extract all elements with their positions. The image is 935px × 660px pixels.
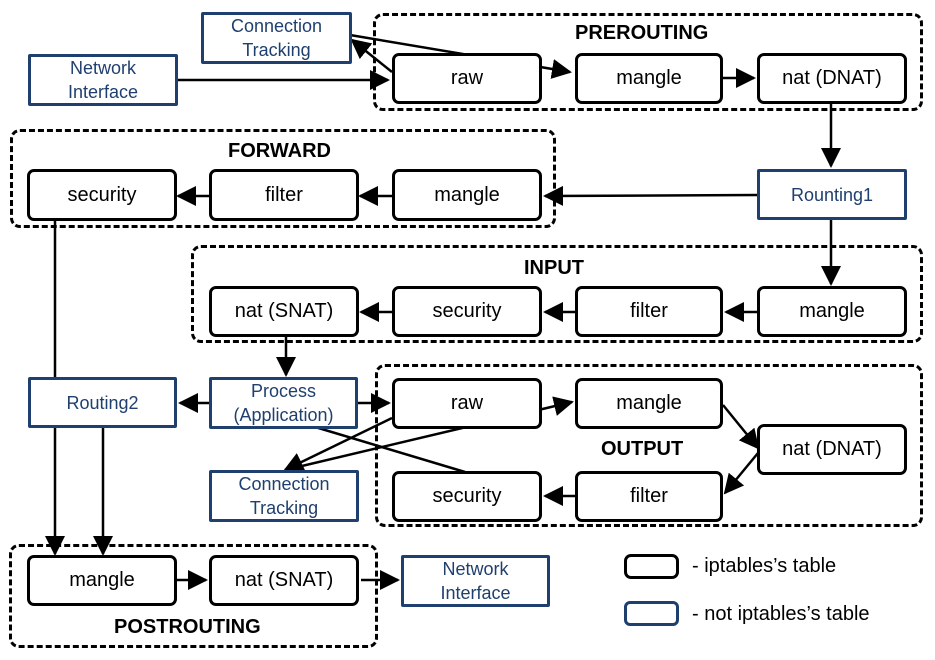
prerouting-label: PREROUTING [575,22,709,44]
output-label: OUTPUT [601,438,684,460]
process-application-box: Process (Application) [209,377,358,429]
legend-iptables-text: - iptables’s table [692,555,837,577]
output-raw-table: raw [392,378,542,429]
arrow-routing1-to-fwd-mangle [543,185,758,206]
legend-iptables-swatch [624,554,679,579]
input-chain [191,245,923,343]
network-interface-bottom: Network Interface [401,555,550,607]
output-mangle-table: mangle [575,378,723,429]
input-mangle-table: mangle [757,286,907,337]
output-filter-table: filter [575,471,723,522]
postrouting-label: POSTROUTING [114,616,261,638]
output-nat-table: nat (DNAT) [757,424,907,475]
forward-filter-table: filter [209,169,359,221]
prerouting-chain [373,13,923,111]
routing2-box: Routing2 [28,377,177,428]
prerouting-mangle-table: mangle [575,53,723,104]
prerouting-nat-table: nat (DNAT) [757,53,907,104]
forward-chain [10,129,556,228]
postrouting-chain [9,544,378,648]
arrow-out-mangle-to-nat [722,404,760,450]
arrow-out-nat-to-filter [723,452,759,495]
forward-mangle-table: mangle [392,169,542,221]
legend-not-iptables-swatch [624,601,679,626]
forward-security-table: security [27,169,177,221]
input-nat-table: nat (SNAT) [209,286,359,337]
postrouting-nat-table: nat (SNAT) [209,555,359,606]
connection-tracking-bottom: Connection Tracking [209,470,359,522]
forward-label: FORWARD [228,140,331,162]
routing1-box: Rounting1 [757,169,907,220]
legend-not-iptables-text: - not iptables’s table [692,603,870,625]
arrow-raw-to-conntrack-bottom [283,416,393,472]
postrouting-mangle-table: mangle [27,555,177,606]
input-filter-table: filter [575,286,723,337]
connection-tracking-top: Connection Tracking [201,12,352,64]
input-label: INPUT [524,257,584,279]
network-interface-top: Network Interface [28,54,178,106]
input-security-table: security [392,286,542,337]
prerouting-raw-table: raw [392,53,542,104]
arrow-raw-to-conntrack [350,38,393,73]
output-security-table: security [392,471,542,522]
